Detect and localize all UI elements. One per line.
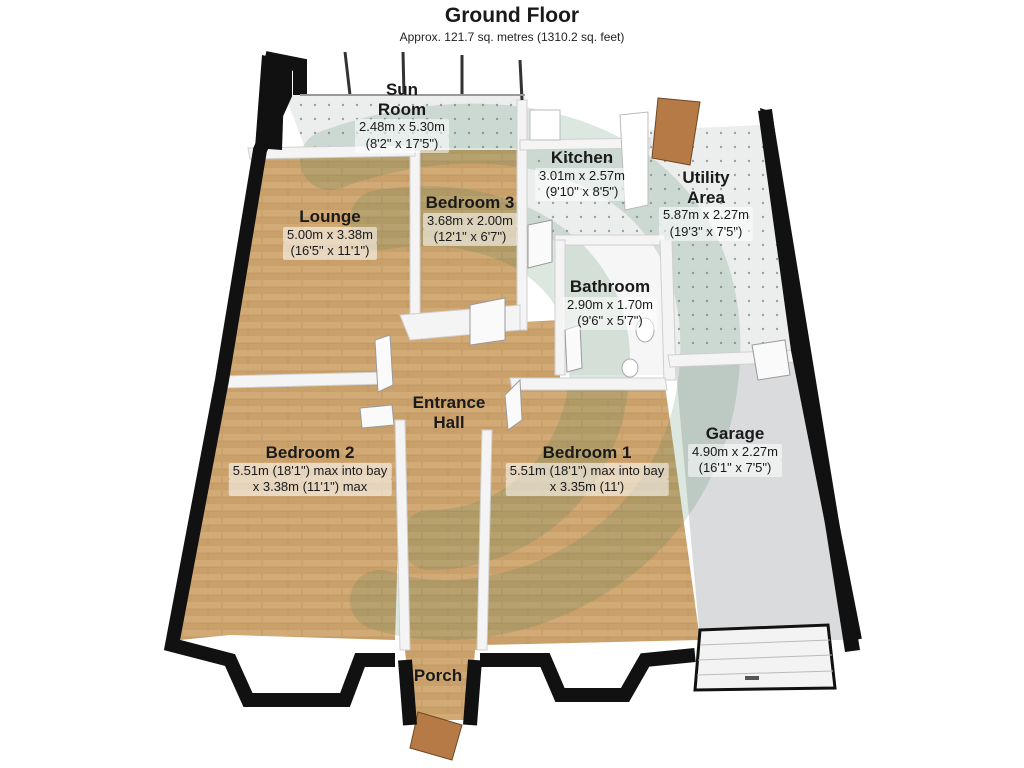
porch-floor xyxy=(405,650,475,720)
room-garage: Garage 4.90m x 2.27m (16'1" x 7'5") xyxy=(688,424,782,478)
room-bedroom-2: Bedroom 2 5.51m (18'1") max into bay x 3… xyxy=(228,443,392,497)
room-entrance-hall: Entrance Hall xyxy=(412,393,486,432)
bedroom1-floor xyxy=(485,385,700,645)
room-bathroom: Bathroom 2.90m x 1.70m (9'6" x 5'7") xyxy=(563,277,657,331)
floor-area-subtitle: Approx. 121.7 sq. metres (1310.2 sq. fee… xyxy=(399,30,625,44)
bedroom2-floor xyxy=(180,382,402,640)
room-sun-room: Sun Room 2.48m x 5.30m (8'2" x 17'5") xyxy=(355,80,449,153)
room-bedroom-1: Bedroom 1 5.51m (18'1") max into bay x 3… xyxy=(505,443,669,497)
sun-room-windows xyxy=(300,51,525,101)
room-lounge: Lounge 5.00m x 3.38m (16'5" x 11'1") xyxy=(283,207,377,261)
doors xyxy=(359,219,791,431)
room-porch: Porch xyxy=(413,666,463,685)
front-door xyxy=(409,711,463,761)
room-kitchen: Kitchen 3.01m x 2.57m (9'10" x 8'5") xyxy=(535,148,629,202)
page-title: Ground Floor xyxy=(444,4,580,27)
outer-wall-caps xyxy=(255,55,860,652)
room-bedroom-3: Bedroom 3 3.68m x 2.00m (12'1" x 6'7") xyxy=(423,193,517,247)
room-utility-area: Utility Area 5.87m x 2.27m (19'3" x 7'5"… xyxy=(659,168,753,241)
utility-floor xyxy=(650,125,800,360)
lounge-floor xyxy=(225,150,415,378)
garage-door xyxy=(693,623,837,692)
back-door xyxy=(651,97,701,166)
